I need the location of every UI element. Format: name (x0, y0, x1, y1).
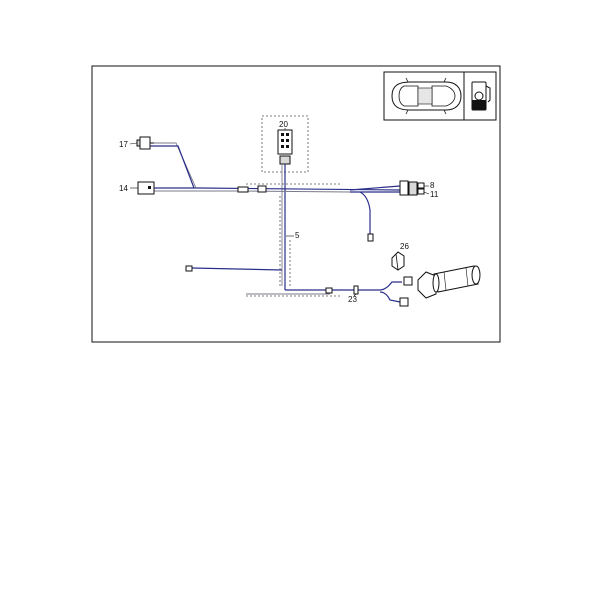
connector-8-11 (399, 180, 425, 196)
callout-14: 14 (119, 184, 128, 193)
connector-14 (137, 181, 155, 195)
callout-23: 23 (348, 295, 357, 304)
callout-20: 20 (279, 120, 288, 129)
callout-17: 17 (119, 140, 128, 149)
car-top-view-icon (391, 77, 462, 115)
callout-26: 26 (400, 242, 409, 251)
leader-lines (129, 128, 430, 297)
fuel-pump-icon (471, 81, 491, 111)
part-26 (391, 251, 405, 271)
harness-wires (148, 142, 402, 303)
vehicle-inset (383, 71, 497, 121)
fuel-pump-assembly (399, 265, 481, 307)
callout-8: 8 (430, 181, 435, 190)
clamp-23 (353, 285, 359, 295)
connector-20 (277, 129, 293, 165)
callout-5: 5 (295, 231, 300, 240)
callout-11: 11 (430, 190, 439, 199)
